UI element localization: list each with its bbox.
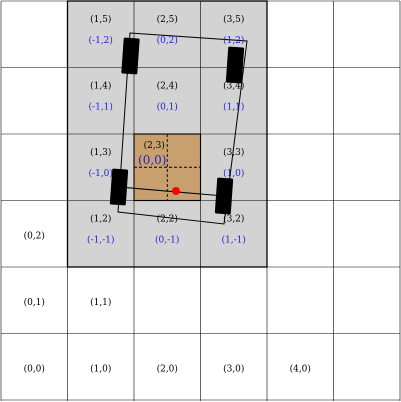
cell-local-coordinate: (0,0) — [138, 153, 166, 167]
cell-local-coordinate: (1,1) — [223, 102, 244, 113]
robot-center-point — [172, 187, 180, 195]
cell-label: (3,0) — [223, 364, 244, 375]
cell-label: (1,5) — [90, 14, 111, 25]
gray-cell — [134, 67, 201, 134]
gray-cell — [67, 67, 134, 134]
gray-cell — [134, 200, 201, 267]
cell-label: (3,5) — [223, 14, 244, 25]
rear-axle — [118, 186, 225, 197]
cell-local-coordinate: (1,2) — [223, 35, 244, 46]
cell-label: (2,5) — [157, 14, 178, 25]
cell-label: (3,4) — [223, 81, 244, 92]
wheel-front-right — [225, 46, 245, 84]
robot-footprint — [109, 32, 248, 225]
cell-local-coordinate: (-1,-1) — [87, 235, 114, 246]
cell-label: (1,1) — [90, 297, 111, 308]
cell-local-coordinate: (-1,2) — [89, 35, 113, 46]
cell-local-coordinate: (1,-1) — [222, 235, 246, 246]
cell-local-coordinate: (-1,0) — [89, 168, 113, 179]
gray-cell — [200, 200, 267, 267]
cell-label: (1,3) — [90, 147, 111, 158]
cell-local-coordinate: (0,2) — [157, 35, 178, 46]
cell-labels: (1,5) (-1,2) (2,5) (0,2) (3,5) (1,2) (1,4) (-1,… — [24, 14, 311, 375]
cell-local-coordinate: (0,1) — [157, 102, 178, 113]
cell-label: (4,0) — [290, 364, 311, 375]
cell-label: (0,2) — [24, 231, 45, 242]
cell-label: (0,1) — [24, 297, 45, 308]
origin-cell-markers — [134, 134, 201, 201]
cell-label: (1,0) — [90, 364, 111, 375]
cell-label: (3,2) — [223, 214, 244, 225]
cell-local-coordinate: (0,-1) — [155, 235, 179, 246]
cell-label: (2,4) — [157, 81, 178, 92]
cell-label: (3,3) — [223, 147, 244, 158]
cell-local-coordinate: (1,0) — [223, 168, 244, 179]
gray-region-border — [66, 0, 268, 268]
robot-body-outline — [117, 32, 248, 225]
wheel-front-left — [121, 37, 140, 75]
cell-local-coordinate: (-1,1) — [89, 102, 113, 113]
cell-label: (1,4) — [90, 81, 111, 92]
gray-cell — [67, 200, 134, 267]
cell-label: (1,2) — [90, 214, 111, 225]
cell-label: (2,0) — [157, 364, 178, 375]
cell-label: (0,0) — [24, 364, 45, 375]
cell-label: (2,2) — [157, 214, 178, 225]
cell-label: (2,3) — [144, 140, 165, 151]
